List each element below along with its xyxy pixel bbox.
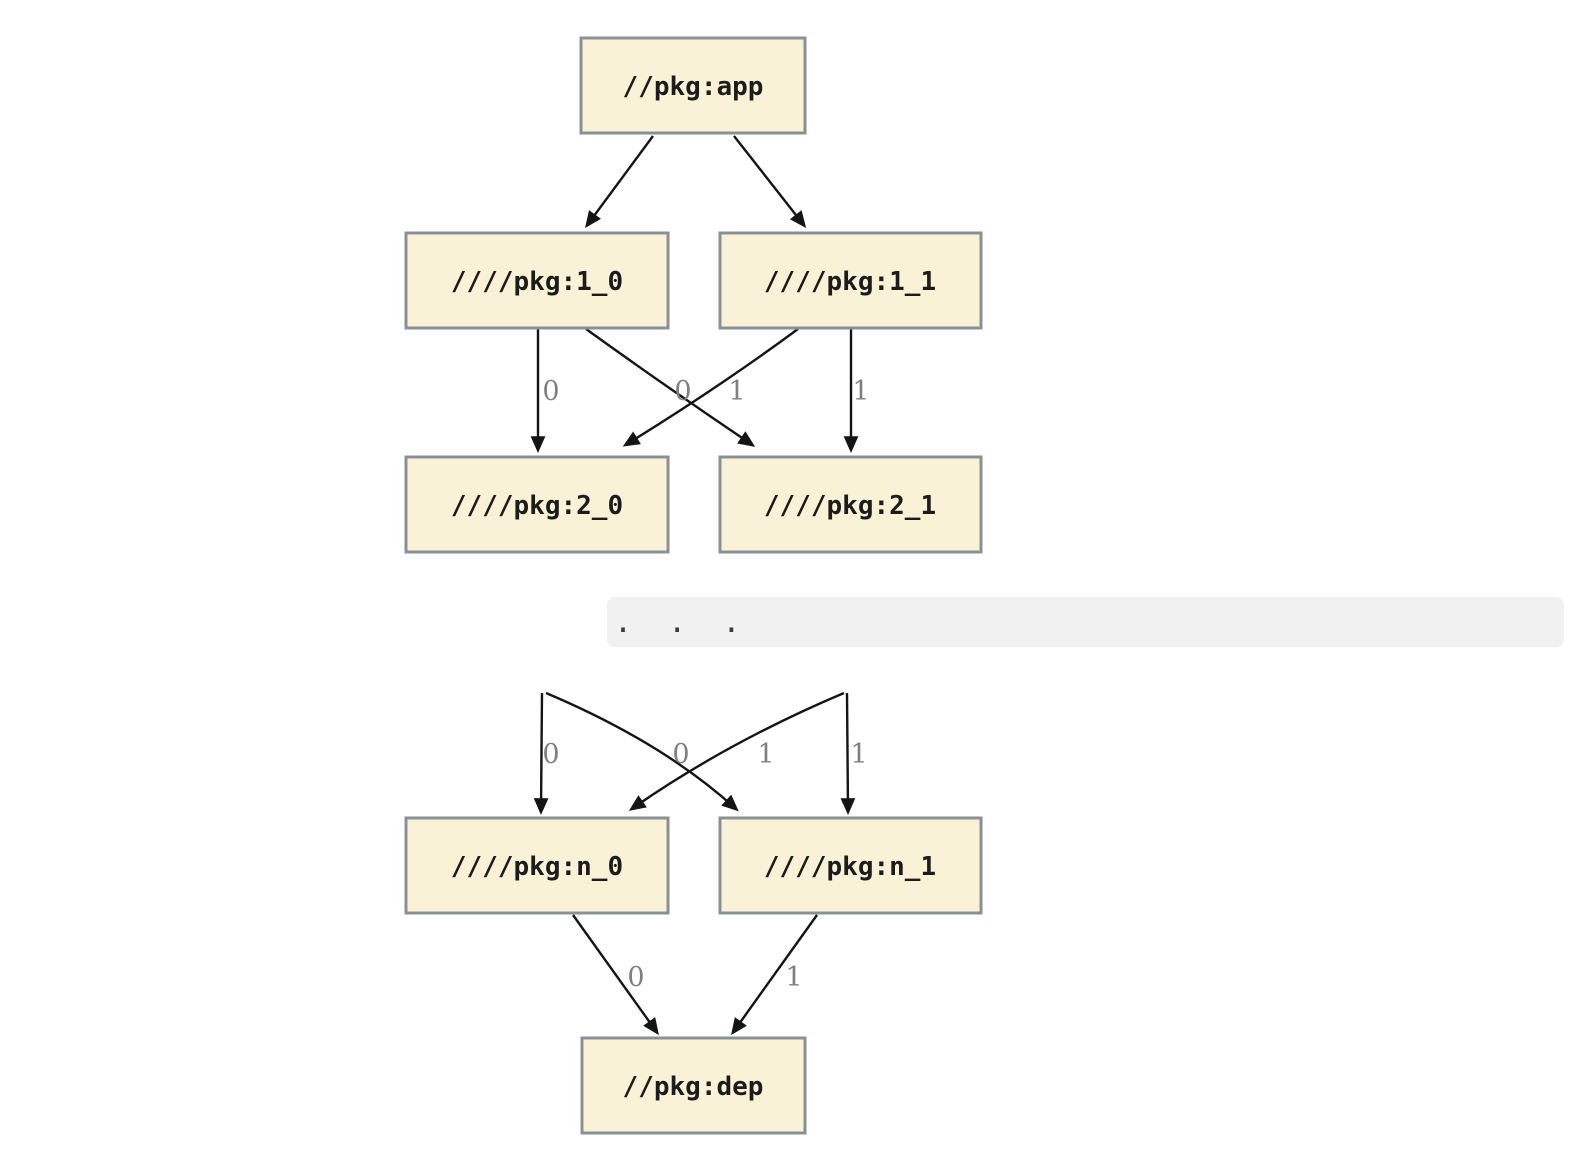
edge-into-n_1 bbox=[840, 692, 856, 816]
edge-label-cross-into-n_0: 0 bbox=[672, 739, 689, 770]
node-pkg-2_1: ////pkg:2_1 bbox=[718, 455, 983, 554]
edge-app-to-1_0 bbox=[585, 135, 654, 229]
edge-into-n_0 bbox=[533, 692, 549, 816]
node-pkg-1_1-label: ////pkg:1_1 bbox=[764, 267, 936, 297]
ellipsis-text: . . . bbox=[614, 604, 741, 640]
node-pkg-n_0-label: ////pkg:n_0 bbox=[451, 852, 623, 882]
node-dep: //pkg:dep bbox=[580, 1036, 807, 1135]
edge-cross-into-n_1 bbox=[545, 691, 739, 812]
node-pkg-1_1: ////pkg:1_1 bbox=[718, 231, 983, 330]
edge-n_1-to-dep bbox=[731, 914, 818, 1036]
edge-label-into-n_1: 1 bbox=[850, 739, 867, 770]
node-pkg-2_0-label: ////pkg:2_0 bbox=[451, 491, 623, 521]
edge-label-into-n_0: 0 bbox=[542, 739, 559, 770]
node-app: //pkg:app bbox=[579, 36, 807, 135]
node-pkg-n_1: ////pkg:n_1 bbox=[718, 816, 983, 915]
node-pkg-2_1-label: ////pkg:2_1 bbox=[764, 491, 936, 521]
edge-app-to-1_1 bbox=[733, 135, 807, 228]
node-pkg-2_0: ////pkg:2_0 bbox=[404, 455, 670, 554]
edge-cross-into-n_0 bbox=[628, 691, 845, 811]
edge-label-1_0-to-2_0: 0 bbox=[542, 376, 559, 407]
edge-label-n_0-to-dep: 0 bbox=[627, 962, 644, 993]
node-pkg-1_0: ////pkg:1_0 bbox=[404, 231, 670, 330]
node-app-label: //pkg:app bbox=[623, 72, 764, 102]
edge-n_0-to-dep bbox=[572, 914, 659, 1036]
edge-1_0-to-2_1 bbox=[585, 328, 756, 447]
edge-label-n_1-to-dep: 1 bbox=[785, 962, 802, 993]
edge-1_1-to-2_0 bbox=[622, 328, 799, 447]
edge-label-1_1-to-2_1: 1 bbox=[852, 376, 869, 407]
edge-label-1_1-to-2_0: 0 bbox=[674, 376, 691, 407]
edge-label-1_0-to-2_1: 1 bbox=[728, 376, 745, 407]
ellipsis-separator: . . . bbox=[607, 597, 1564, 647]
edge-label-cross-into-n_1: 1 bbox=[757, 739, 774, 770]
node-pkg-1_0-label: ////pkg:1_0 bbox=[451, 267, 623, 297]
node-pkg-n_1-label: ////pkg:n_1 bbox=[764, 852, 936, 882]
node-dep-label: //pkg:dep bbox=[623, 1072, 764, 1102]
node-pkg-n_0: ////pkg:n_0 bbox=[404, 816, 670, 915]
